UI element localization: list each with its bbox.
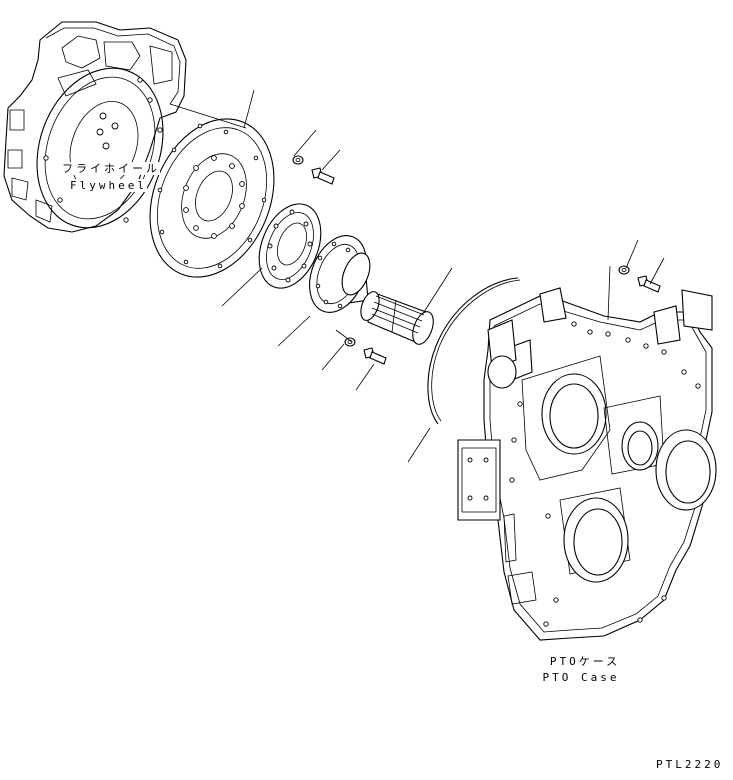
pto-case-bolt-holes — [509, 321, 701, 627]
flywheel-bolt-holes — [157, 123, 267, 269]
pto-case-label-en: PTO Case — [542, 671, 620, 684]
bolt-pto — [637, 275, 661, 293]
washer-top — [292, 155, 304, 165]
drawing-code: PTL2220 — [656, 758, 724, 771]
bolt-lower — [363, 347, 387, 365]
flywheel-label-en: Flywheel — [70, 179, 147, 192]
leader-lines — [169, 89, 665, 463]
pto-case — [457, 287, 717, 641]
adapter-ring — [258, 203, 322, 289]
flywheel-label-jp: フライホイール — [62, 162, 160, 175]
coupling-hub — [309, 235, 371, 313]
o-ring — [427, 277, 521, 425]
pto-case-label-jp: PTOケース — [549, 655, 621, 668]
bolt-top — [311, 167, 335, 185]
washer-lower — [344, 337, 356, 347]
washer-pto — [618, 265, 630, 275]
splined-shaft — [360, 291, 434, 345]
flywheel-plate — [149, 118, 275, 278]
